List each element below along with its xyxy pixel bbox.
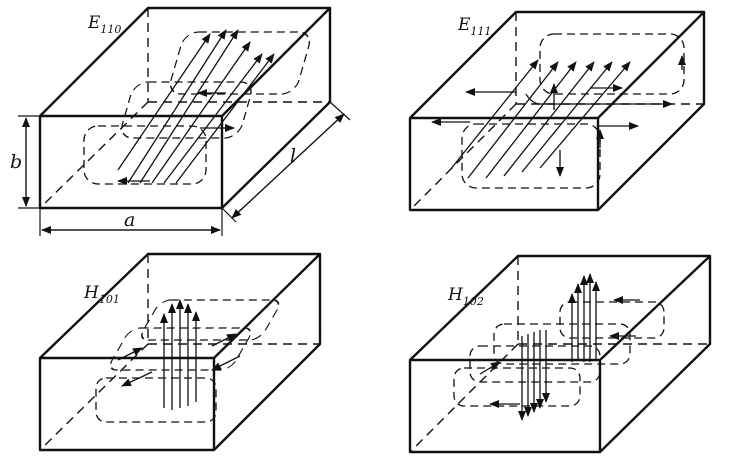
panel-h101: H101 xyxy=(38,252,322,452)
e-field-lines xyxy=(160,299,200,410)
e-field-lines xyxy=(449,59,631,179)
panel-e110: E110 b a l xyxy=(10,6,351,236)
dim-label-l: l xyxy=(290,145,296,167)
e-field-lines-down xyxy=(518,330,550,421)
dim-label-a: a xyxy=(124,209,135,231)
h-field-loops xyxy=(461,33,686,189)
panel-h102: H102 xyxy=(408,254,712,454)
mode-label-h102: H102 xyxy=(447,285,484,308)
dimension-l: l xyxy=(221,101,351,223)
surface-current-arrows xyxy=(431,88,673,130)
mode-label-e110: E110 xyxy=(87,13,121,36)
h-field-loops xyxy=(95,299,280,423)
cavity-box xyxy=(38,252,322,452)
h-field-loops xyxy=(453,296,665,408)
cavity-box xyxy=(408,10,706,212)
panel-e111: E111 xyxy=(408,10,706,212)
dimension-b: b xyxy=(10,115,40,209)
dimension-a: a xyxy=(39,208,223,236)
e-field-lines xyxy=(117,29,275,184)
dim-label-b: b xyxy=(10,151,22,173)
e-field-lines-up xyxy=(568,273,600,362)
mode-label-e111: E111 xyxy=(457,15,491,38)
mode-label-h101: H101 xyxy=(83,283,120,306)
h-field-loops xyxy=(83,31,311,185)
